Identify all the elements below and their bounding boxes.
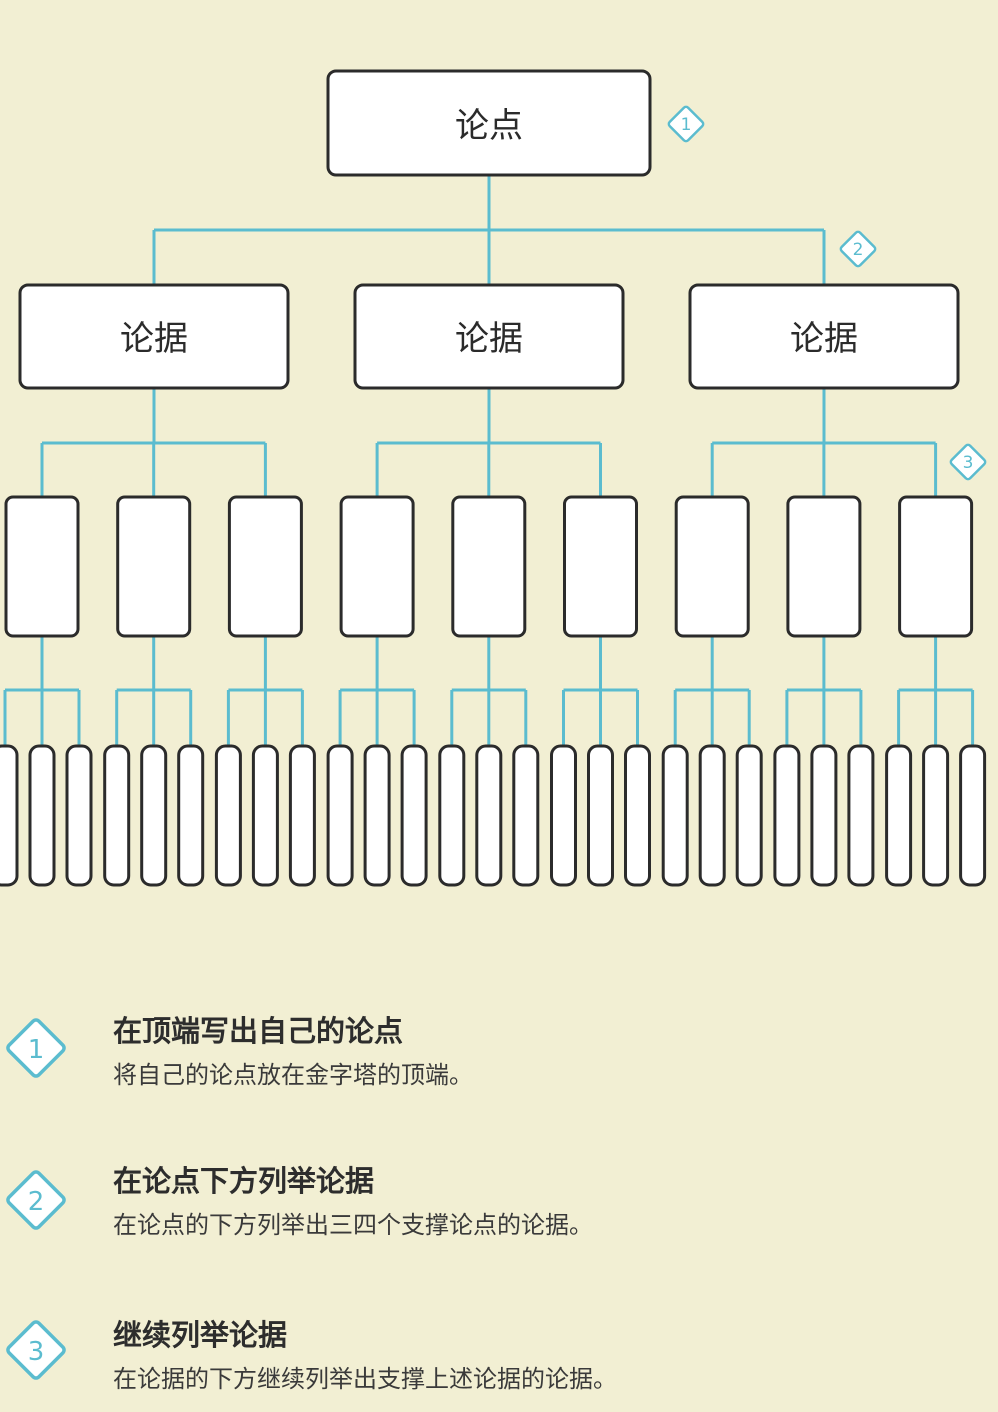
leaf-evidence-box-10: [326, 744, 354, 887]
marker-2-icon: 2: [839, 230, 877, 268]
leaf-evidence-box-5: [140, 744, 168, 887]
leaf-evidence-box-11: [363, 744, 391, 887]
sub-evidence-box-8: [786, 495, 862, 638]
leaf-evidence-box-19: [661, 744, 689, 887]
leaf-evidence-box-21: [735, 744, 763, 887]
sub-evidence-box-3: [227, 495, 303, 638]
leaf-evidence-box-12: [400, 744, 428, 887]
leaf-evidence-box-22: [773, 744, 801, 887]
leaf-evidence-box-13: [438, 744, 466, 887]
sub-evidence-box-2: [116, 495, 192, 638]
leaf-evidence-box-25: [885, 744, 913, 887]
leaf-evidence-box-1: [0, 744, 19, 887]
sub-evidence-box-4: [339, 495, 415, 638]
thesis-label: 论点: [455, 106, 523, 146]
leaf-evidence-box-4: [103, 744, 131, 887]
leaf-evidence-box-2: [28, 744, 56, 887]
evidence-label-3: 论据: [790, 319, 858, 359]
evidence-label-1: 论据: [120, 319, 188, 359]
evidence-box-2: [353, 283, 625, 390]
leaf-evidence-box-15: [512, 744, 540, 887]
leaf-evidence-box-23: [810, 744, 838, 887]
leaf-evidence-box-17: [587, 744, 614, 887]
thesis-box: [326, 69, 652, 177]
leaf-evidence-box-14: [475, 744, 503, 887]
sub-evidence-box-6: [563, 495, 638, 638]
leaf-evidence-box-7: [214, 744, 242, 887]
marker-3-icon: 3: [949, 443, 987, 481]
evidence-box-1: [18, 283, 290, 390]
evidence-box-3: [688, 283, 960, 390]
sub-evidence-box-7: [674, 495, 750, 638]
sub-evidence-box-1: [4, 495, 80, 638]
leaf-evidence-box-3: [65, 744, 93, 887]
leaf-evidence-box-6: [177, 744, 205, 887]
marker-1-icon: 1: [667, 105, 705, 143]
leaf-evidence-box-24: [847, 744, 875, 887]
leaf-evidence-box-27: [959, 744, 987, 887]
svg-text:1: 1: [681, 115, 692, 135]
svg-text:3: 3: [963, 453, 974, 473]
leaf-evidence-box-9: [288, 744, 316, 887]
leaf-evidence-box-26: [922, 744, 950, 887]
sub-evidence-box-5: [451, 495, 527, 638]
sub-evidence-box-9: [898, 495, 974, 638]
svg-text:2: 2: [853, 240, 864, 260]
leaf-evidence-box-8: [251, 744, 279, 887]
leaf-evidence-box-18: [624, 744, 651, 887]
leaf-evidence-box-20: [698, 744, 726, 887]
evidence-label-2: 论据: [455, 319, 523, 359]
leaf-evidence-box-16: [550, 744, 577, 887]
